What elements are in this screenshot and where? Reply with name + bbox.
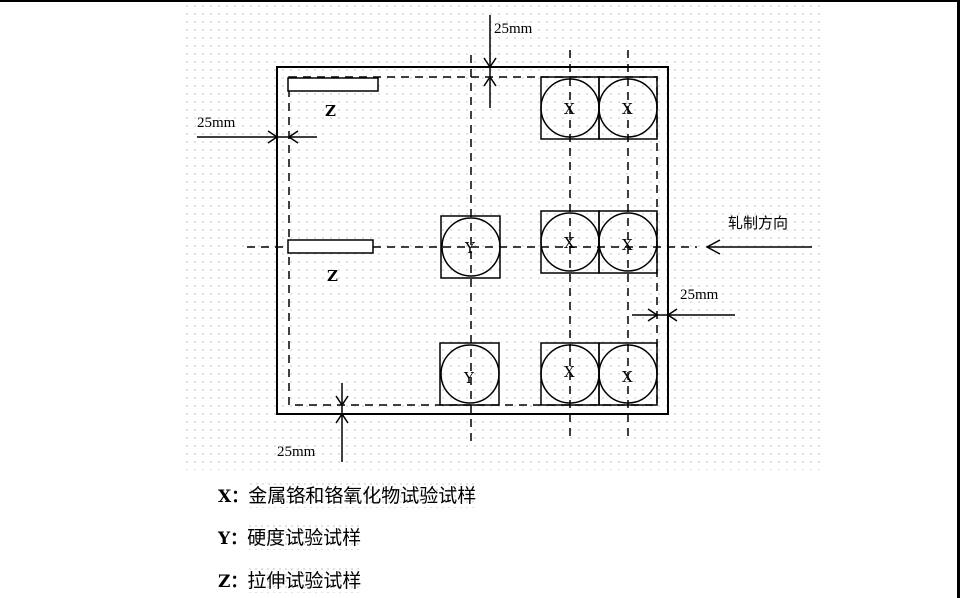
dimension-lines (197, 15, 735, 462)
y-label: Y (463, 369, 475, 387)
rolling-direction-label: 轧制方向 (728, 214, 788, 232)
z-sample-top (287, 77, 379, 92)
x-label: X (622, 368, 633, 386)
legend-text: 硬度试验试样 (247, 523, 362, 550)
y-label: Y (464, 239, 476, 257)
top-border (0, 0, 960, 2)
y-sample-circle (441, 217, 501, 277)
legend-text: 金属铬和铬氧化物试验试样 (248, 481, 477, 508)
x-label: X (564, 363, 575, 381)
dimension-label-bottom: 25mm (277, 444, 316, 460)
dimension-label-top: 25mm (494, 21, 533, 37)
legend-item-z: Z： 拉伸试验试样 (218, 566, 362, 593)
x-label: X (622, 236, 633, 254)
legend-item-x: X： 金属铬和铬氧化物试验试样 (218, 481, 477, 508)
z-sample-middle (287, 239, 374, 254)
rolling-direction-arrow (705, 239, 812, 255)
x-label: X (564, 100, 575, 118)
right-border (957, 0, 960, 598)
legend-key: X： (218, 487, 249, 507)
dimension-label-right: 25mm (680, 287, 719, 303)
plate-outline (276, 66, 669, 415)
legend-item-y: Y： 硬度试验试样 (218, 523, 362, 550)
z-label-middle: Z (327, 267, 338, 285)
legend-key: Z： (218, 572, 248, 592)
dimension-label-left: 25mm (197, 115, 236, 131)
x-samples (540, 76, 658, 406)
z-label-top: Z (325, 102, 336, 120)
y-sample-circle (440, 344, 500, 404)
y-samples (439, 215, 501, 406)
x-label: X (622, 100, 633, 118)
legend-key: Y： (218, 529, 248, 549)
x-label: X (564, 234, 575, 252)
legend-text: 拉伸试验试样 (247, 566, 362, 593)
